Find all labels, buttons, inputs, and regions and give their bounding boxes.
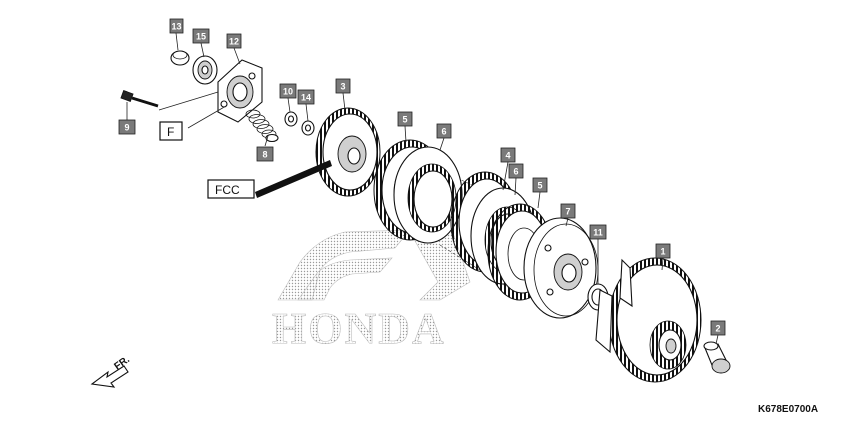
cap-part-9 bbox=[170, 50, 190, 66]
reference-label-f-box bbox=[159, 121, 183, 141]
callout-5-second-text: 5 bbox=[537, 181, 542, 191]
callout-11: 9 bbox=[118, 119, 136, 135]
callout-8: 12 bbox=[226, 33, 242, 49]
callout-9-text: 13 bbox=[171, 22, 181, 32]
callout-12-text: 10 bbox=[283, 87, 293, 97]
clutch-plate-part-6-first bbox=[393, 146, 463, 244]
callout-8-text: 12 bbox=[229, 37, 239, 47]
callout-6-second: 6 bbox=[508, 163, 524, 179]
reference-label-f: F bbox=[167, 125, 174, 139]
reference-label-fcc-box bbox=[207, 179, 255, 199]
callout-11-text: 9 bbox=[124, 123, 129, 133]
callout-3: 3 bbox=[335, 78, 351, 94]
callout-4-text: 4 bbox=[505, 151, 510, 161]
callout-leader-lines bbox=[126, 32, 719, 345]
callout-7: 7 bbox=[560, 203, 576, 219]
callout-5-first-text: 5 bbox=[402, 115, 407, 125]
honda-watermark-text: HONDA bbox=[272, 304, 446, 353]
callout-10-text: 8 bbox=[262, 150, 267, 160]
callout-6-first-text: 6 bbox=[441, 127, 446, 137]
lifter-plate-part-8 bbox=[217, 59, 263, 123]
callout-13-text: 11 bbox=[593, 228, 603, 238]
washer-part-12 bbox=[284, 111, 298, 127]
drawing-code: K678E0700A bbox=[758, 404, 818, 415]
callout-5-first: 5 bbox=[397, 111, 413, 127]
callout-1-text: 1 bbox=[660, 247, 665, 257]
callout-6-first: 6 bbox=[436, 123, 452, 139]
callout-4: 4 bbox=[500, 147, 516, 163]
pressure-plate-part-3 bbox=[315, 107, 381, 197]
collar-part-2 bbox=[703, 341, 731, 374]
spring-part-10 bbox=[245, 109, 279, 143]
callout-3-text: 3 bbox=[340, 82, 345, 92]
callout-12: 10 bbox=[279, 83, 297, 99]
callout-10: 8 bbox=[256, 146, 274, 162]
reference-label-fcc: FCC bbox=[215, 183, 240, 197]
callout-2: 2 bbox=[710, 320, 726, 336]
callout-15: 15 bbox=[192, 28, 210, 44]
callout-13: 11 bbox=[589, 224, 607, 240]
clutch-center-part-7 bbox=[523, 217, 599, 319]
bearing-part-15 bbox=[192, 55, 218, 85]
nut-part-14 bbox=[301, 120, 315, 136]
callout-7-text: 7 bbox=[565, 207, 570, 217]
direction-label: FR. bbox=[112, 354, 132, 372]
callout-1: 1 bbox=[655, 243, 671, 259]
callout-2-text: 2 bbox=[715, 324, 720, 334]
callout-9: 13 bbox=[169, 18, 184, 34]
callout-15-text: 15 bbox=[196, 32, 206, 42]
callout-5-second: 5 bbox=[532, 177, 548, 193]
callout-14-text: 14 bbox=[301, 93, 311, 103]
forward-direction-arrow bbox=[90, 365, 129, 388]
forward-arrow-icon bbox=[90, 365, 129, 388]
bolt-part-11 bbox=[120, 90, 159, 108]
callout-6-second-text: 6 bbox=[513, 167, 518, 177]
callout-14: 14 bbox=[297, 89, 315, 105]
clutch-outer-part-1 bbox=[595, 257, 702, 383]
honda-wing-watermark bbox=[277, 229, 471, 301]
